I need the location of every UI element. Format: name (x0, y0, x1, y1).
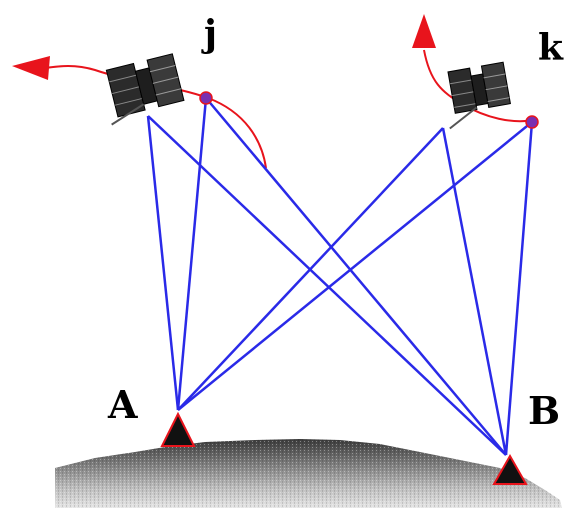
satellite-j-label: j (201, 13, 217, 55)
signal-k2-to-a (177, 121, 533, 411)
receiver-a-label: A (107, 382, 138, 427)
signal-lines (146, 97, 534, 456)
receiver-a-icon (160, 411, 196, 447)
receiver-b-label: B (528, 388, 560, 433)
satellite-j-antenna-point (199, 91, 213, 105)
satellite-k-antenna-point (525, 115, 539, 129)
signal-j2-to-b (205, 97, 507, 456)
receiver-b-icon (492, 453, 528, 485)
satellite-k-icon (447, 61, 511, 130)
signal-k2-to-b (504, 121, 534, 456)
terrain-ground (55, 439, 562, 508)
signal-j2-to-a (176, 97, 208, 411)
signal-j1-to-b (147, 115, 507, 456)
signal-k1-to-a (177, 127, 444, 411)
satellite-k-label: k (538, 27, 564, 69)
orbit-arrow-k-icon (412, 14, 436, 48)
signal-k1-to-b (441, 127, 508, 456)
orbit-arrow-j-icon (12, 56, 50, 80)
satellite-j-icon (105, 53, 185, 126)
signal-j1-to-a (146, 115, 180, 411)
